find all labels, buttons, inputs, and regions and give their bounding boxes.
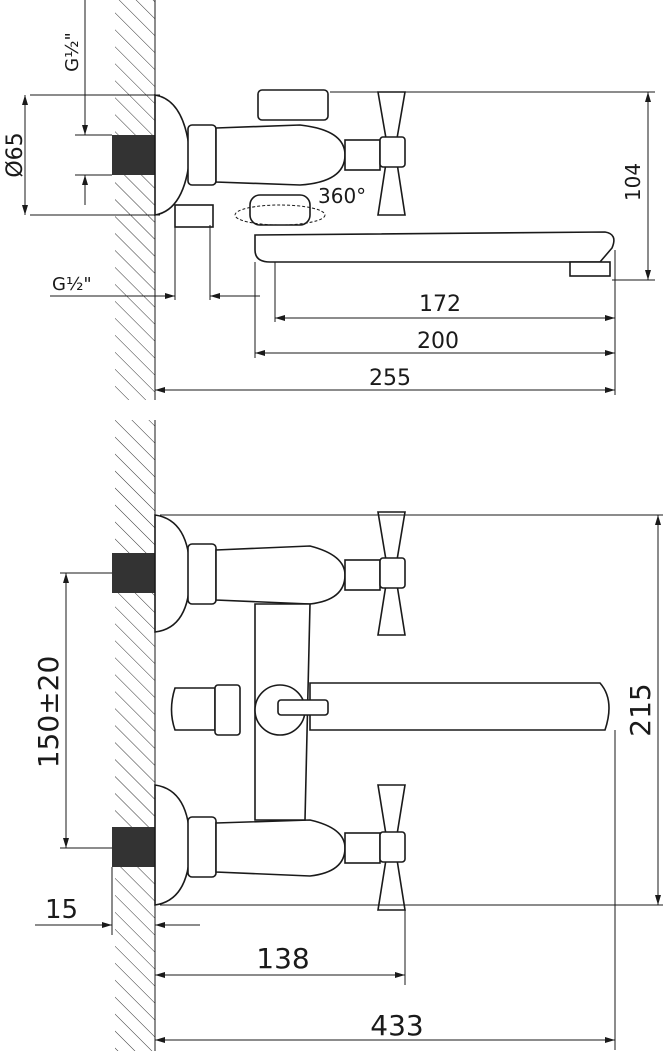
total-width-label: 433 [370,1009,423,1042]
spout-reach-label: 172 [419,292,461,317]
flange-top [154,514,191,633]
spout [309,682,610,731]
swivel-indicator [234,204,326,226]
nut-bottom [187,816,217,878]
thread-bottom-label: G½" [52,274,92,295]
body-top [215,545,346,605]
diverter-lever [277,699,329,716]
spindle-top [344,559,381,591]
wall-hatch [115,420,155,1051]
height-label: 104 [621,163,645,201]
swivel-angle-label: 360° [318,184,366,208]
swivel-collar [249,194,311,226]
handle-hub-bottom [379,831,406,863]
thread-pipe [112,135,155,175]
wall-hatch [115,0,155,400]
diverter-cap [170,687,216,731]
lever [257,89,329,121]
body-bottom [215,819,346,877]
side-view: Ø65 G½" G½" 360° 104 172 200 255 [3,0,655,400]
thread-pipe-top [112,553,155,593]
thread-pipe-bottom [112,827,155,867]
nut-top [187,543,217,605]
flange [154,94,191,216]
center-distance-label: 150±20 [32,656,65,769]
total-depth-label: 255 [369,366,411,391]
thread-top-label: G½" [62,32,83,72]
wall-offset-label: 15 [45,895,78,925]
handle-offset-label: 138 [256,942,309,975]
front-view: 215 150±20 15 138 433 [32,420,663,1051]
nut [187,124,217,186]
spout [254,231,615,263]
aerator [569,261,611,277]
handle-hub [379,136,406,168]
diverter-nut [214,684,241,736]
shower-outlet [174,204,214,228]
flange-diameter-label: Ø65 [3,132,28,177]
handle-hub-top [379,557,406,589]
flange-bottom [154,784,191,906]
spindle [344,139,381,171]
spindle-bottom [344,832,381,864]
body [215,124,346,186]
spout-length-label: 200 [417,329,459,354]
total-height-label: 215 [624,683,657,736]
